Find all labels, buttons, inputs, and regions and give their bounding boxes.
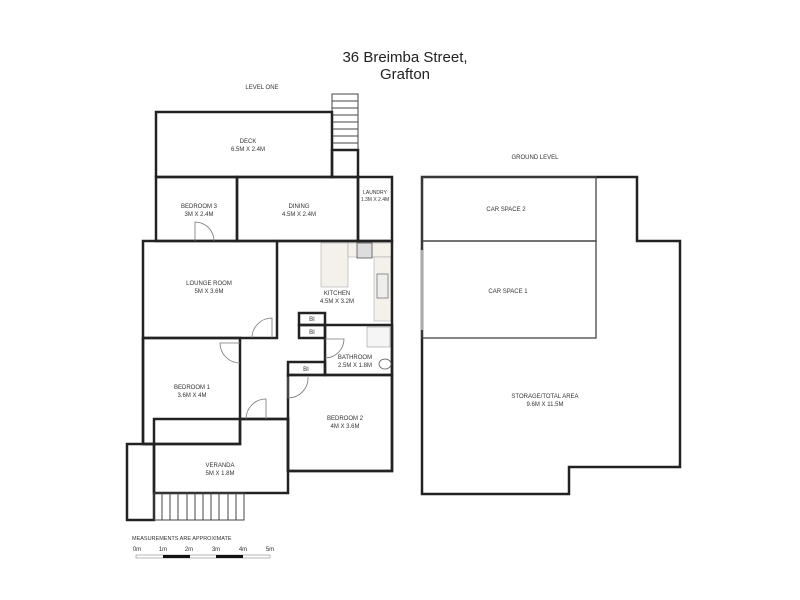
door-bedroom-1 xyxy=(219,342,241,364)
room-name: BEDROOM 2 xyxy=(327,416,364,422)
room-name: BEDROOM 1 xyxy=(174,385,211,391)
room-size: 3M X 2.4M xyxy=(184,212,213,218)
built-in-label: BI xyxy=(309,330,315,336)
scale-tick: 1m xyxy=(159,547,167,553)
scale-bar: MEASUREMENTS ARE APPROXIMATE 0m 1m 2m 3m… xyxy=(132,536,274,559)
room-size: 6.5M X 2.4M xyxy=(231,147,265,153)
veranda-post xyxy=(125,442,156,522)
scale-tick: 2m xyxy=(185,547,193,553)
door-veranda xyxy=(245,398,267,420)
bedroom-1 xyxy=(141,336,242,446)
room-size: 4M X 3.6M xyxy=(330,424,359,430)
room-size: 1.3M X 2.4M xyxy=(361,197,389,203)
laundry xyxy=(356,175,394,243)
built-in-label: BI xyxy=(309,317,315,323)
bath-icon xyxy=(366,326,391,348)
sink-icon xyxy=(376,273,389,299)
room-name: LOUNGE ROOM xyxy=(186,281,232,287)
room-name: BEDROOM 3 xyxy=(181,204,218,210)
ground-level-label: GROUND LEVEL xyxy=(511,155,559,161)
rear-stairs xyxy=(330,93,360,179)
measurement-note: MEASUREMENTS ARE APPROXIMATE xyxy=(132,536,232,542)
room-name: DINING xyxy=(289,204,310,210)
door-bedroom-3 xyxy=(194,221,215,242)
room-size: 5M X 1.8M xyxy=(205,471,234,477)
room-name: LAUNDRY xyxy=(363,190,387,196)
front-stairs xyxy=(153,492,245,521)
room-size: 9.6M X 11.5M xyxy=(527,402,564,408)
scale-tick: 3m xyxy=(212,547,220,553)
kitchen-bench xyxy=(320,242,349,288)
room-size: 2.5M X 1.8M xyxy=(338,363,372,369)
room-name: BATHROOM xyxy=(338,355,372,361)
room-size: 4.5M X 3.2M xyxy=(320,299,354,305)
room-size: 5M X 3.6M xyxy=(194,289,223,295)
scale-tick: 4m xyxy=(239,547,247,553)
room-name: DECK xyxy=(240,139,257,145)
room-name: STORAGE/TOTAL AREA xyxy=(511,394,578,400)
toilet-icon xyxy=(378,358,392,370)
veranda xyxy=(152,417,290,495)
ground-level-plan: GROUND LEVEL CAR SPACE 2 CAR SPACE 1 STO… xyxy=(420,155,682,496)
room-name: KITCHEN xyxy=(324,291,350,297)
level-one-label: LEVEL ONE xyxy=(245,85,278,91)
storage-area xyxy=(420,175,682,496)
room-size: 3.6M X 4M xyxy=(177,393,206,399)
door-lounge xyxy=(251,317,273,339)
address-line-1: 36 Breimba Street, xyxy=(342,49,467,66)
bedroom-2 xyxy=(286,373,394,473)
address-line-2: Grafton xyxy=(380,66,430,83)
scale-tick: 0m xyxy=(133,547,141,553)
room-name: VERANDA xyxy=(205,463,234,469)
room-name: CAR SPACE 2 xyxy=(486,207,526,213)
level-one-plan: LEVEL ONE xyxy=(125,85,394,522)
room-name: CAR SPACE 1 xyxy=(488,289,528,295)
door-bathroom xyxy=(324,338,345,359)
door-bedroom-2 xyxy=(287,376,309,399)
scale-tick: 5m xyxy=(266,547,274,553)
room-size: 4.5M X 2.4M xyxy=(282,212,316,218)
built-in-label: BI xyxy=(303,367,309,373)
stove-icon xyxy=(356,242,373,259)
